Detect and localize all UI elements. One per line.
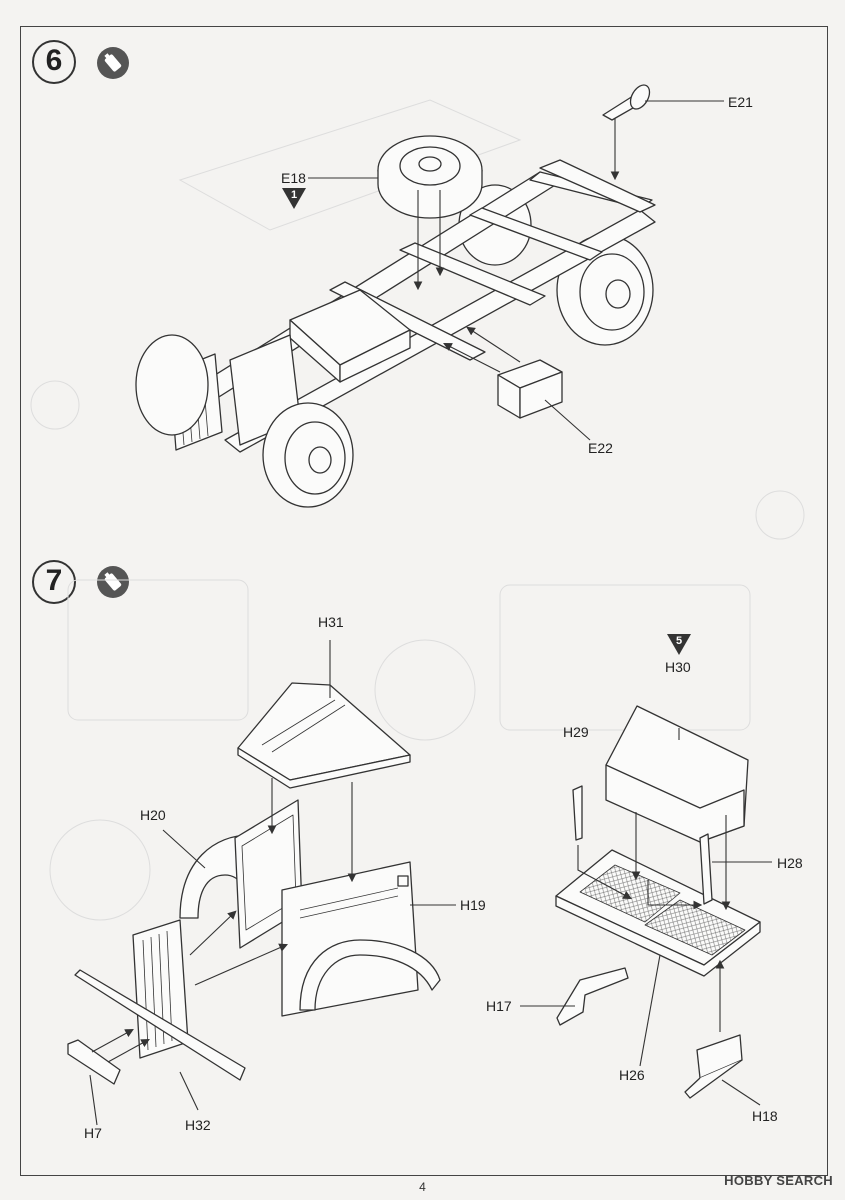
page-number: 4 xyxy=(419,1180,426,1194)
bumper-bracket xyxy=(67,1039,121,1085)
page-frame xyxy=(20,26,828,1176)
part-label-h28: H28 xyxy=(777,855,803,871)
step-6-number: 6 xyxy=(32,40,76,84)
part-label-e21: E21 xyxy=(728,94,753,110)
grab-handle xyxy=(572,785,583,841)
part-label-h29: H29 xyxy=(563,724,589,740)
part-label-h7: H7 xyxy=(84,1125,102,1141)
part-label-h20: H20 xyxy=(140,807,166,823)
reference-triangle-icon: 5 xyxy=(667,634,691,656)
front-bumper xyxy=(74,969,246,1081)
front-wheel-left xyxy=(135,334,209,436)
part-label-h18: H18 xyxy=(752,1108,778,1124)
part-label-e22: E22 xyxy=(588,440,613,456)
bleed-through-ghost xyxy=(30,99,805,921)
part-label-h30: H30 xyxy=(665,659,691,675)
left-step xyxy=(556,967,629,1026)
part-label-h19: H19 xyxy=(460,897,486,913)
step-7-number: 7 xyxy=(32,560,76,604)
glue-icon xyxy=(97,47,129,79)
reference-triangle-icon: 1 xyxy=(282,188,306,210)
glue-icon xyxy=(97,566,129,598)
part-label-h17: H17 xyxy=(486,998,512,1014)
part-label-h32: H32 xyxy=(185,1117,211,1133)
part-label-e18: E18 xyxy=(281,170,306,186)
chassis-frame xyxy=(135,84,656,508)
part-label-h31: H31 xyxy=(318,614,344,630)
watermark: HOBBY SEARCH xyxy=(724,1173,833,1188)
part-label-h26: H26 xyxy=(619,1067,645,1083)
